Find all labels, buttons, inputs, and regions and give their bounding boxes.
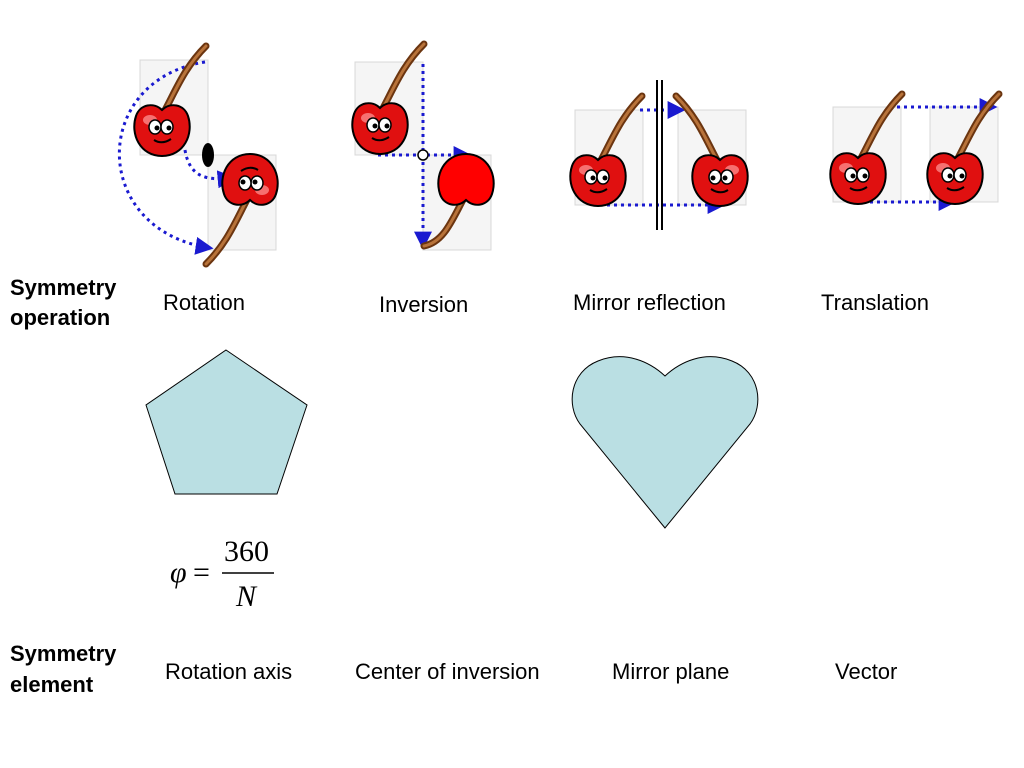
- heart-shape: [571, 356, 759, 529]
- element-label-center-of-inversion: Center of inversion: [355, 659, 540, 684]
- pentagon-shape: [145, 349, 308, 495]
- formula-denominator: N: [235, 580, 258, 613]
- translation-illustration: [830, 94, 999, 211]
- element-label-vector: Vector: [835, 659, 897, 684]
- rotation-axis-ellipse: [202, 143, 214, 167]
- row-header-line: Symmetry: [10, 275, 117, 300]
- formula-numerator: 360: [224, 535, 269, 568]
- inversion-illustration: [352, 44, 495, 251]
- cherry-icon: [420, 152, 495, 250]
- rotation-illustration: [117, 46, 277, 264]
- operation-label-inversion: Inversion: [379, 292, 468, 317]
- row-header-operation: Symmetry operation: [10, 275, 123, 330]
- inversion-center-dot: [417, 149, 429, 161]
- mirror-illustration: [570, 80, 747, 230]
- row-header-line: element: [10, 672, 94, 697]
- formula-equals: =: [193, 556, 210, 589]
- operation-label-mirror: Mirror reflection: [573, 290, 726, 315]
- row-header-line: Symmetry: [10, 641, 117, 666]
- row-header-element: Symmetry element: [10, 641, 123, 697]
- operation-label-rotation: Rotation: [163, 290, 245, 315]
- operation-label-translation: Translation: [821, 290, 929, 315]
- mirror-plane-line: [656, 80, 663, 230]
- element-label-mirror-plane: Mirror plane: [612, 659, 729, 684]
- rotation-formula: φ = 360 N: [170, 535, 274, 613]
- row-header-line: operation: [10, 305, 110, 330]
- formula-lhs: φ: [170, 556, 187, 589]
- element-label-rotation-axis: Rotation axis: [165, 659, 292, 684]
